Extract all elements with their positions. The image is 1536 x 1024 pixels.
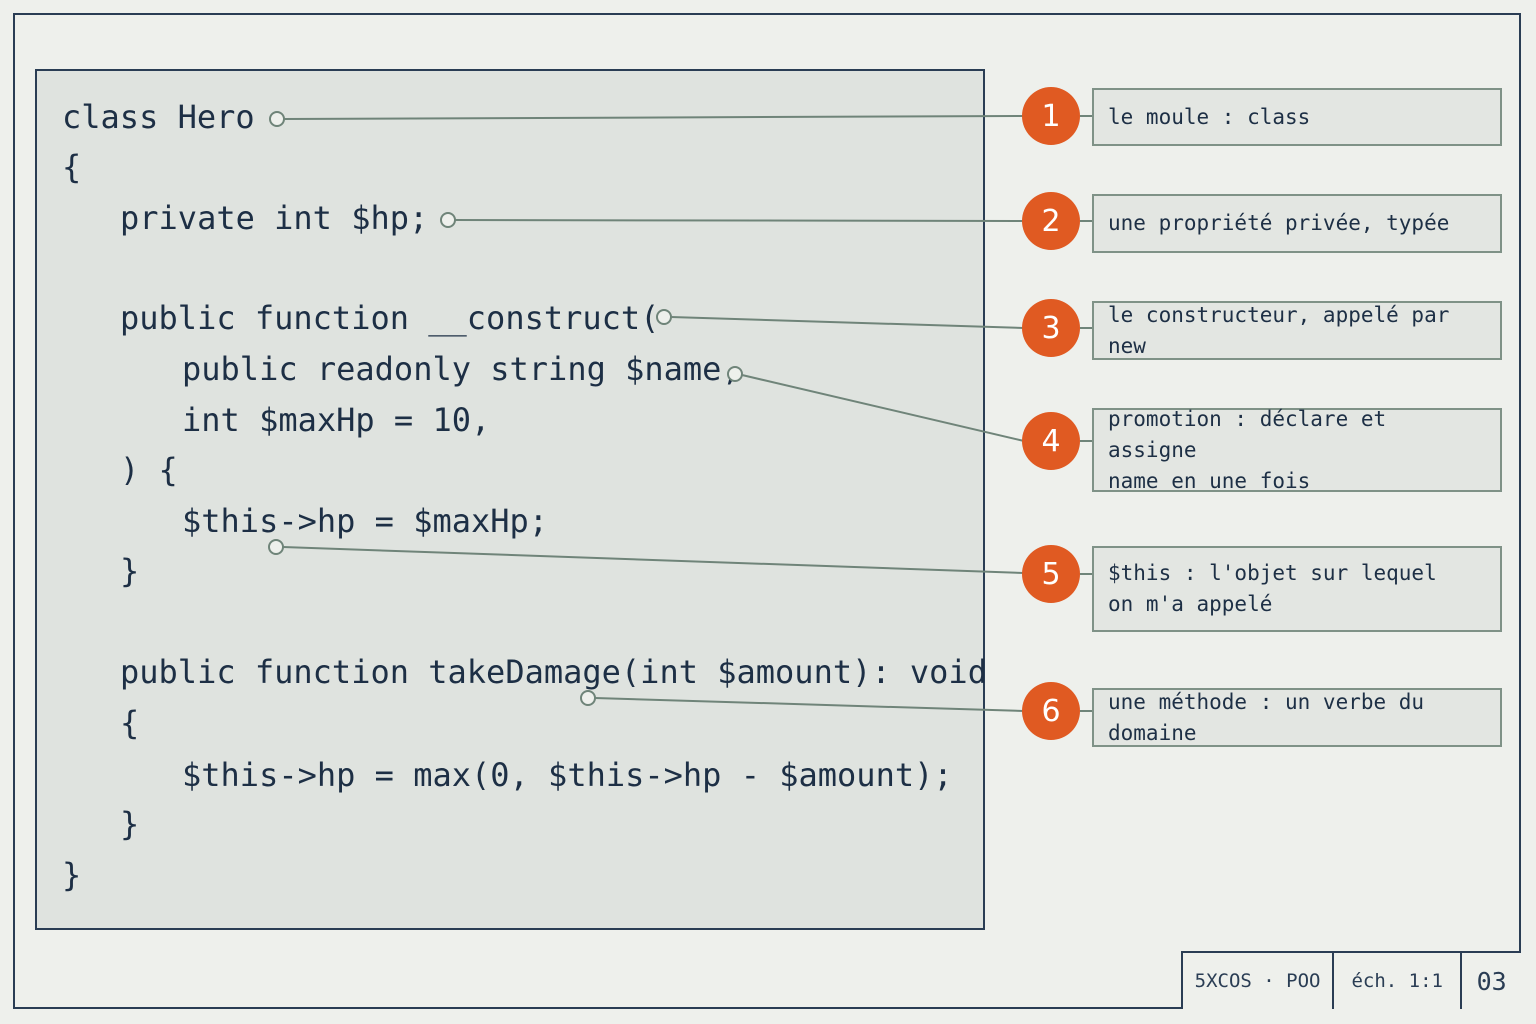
code-line-open-brace: { [62,148,82,186]
anchor-dot-6 [580,690,596,706]
code-line-method-open: { [120,704,140,742]
callout-note-2-text: une propriété privée, typée [1108,211,1450,235]
code-line-class: class Hero [62,98,255,136]
callout-note-3-text: le constructeur, appelé par new [1108,302,1450,358]
anchor-dot-1 [269,111,285,127]
anchor-dot-5 [268,539,284,555]
code-line-method: public function takeDamage(int $amount):… [120,653,987,691]
callout-note-1: le moule : class [1092,88,1502,146]
code-line-method-close: } [120,805,140,843]
title-block: 5XCOS · POO éch. 1:1 03 [1181,951,1521,1009]
code-line-method-body: $this->hp = max(0, $this->hp - $amount); [182,756,953,794]
code-line-constructor: public function __construct( [120,299,660,337]
callout-badge-4: 4 [1022,412,1080,470]
title-block-scale: éch. 1:1 [1332,953,1460,1009]
callout-badge-1: 1 [1022,87,1080,145]
callout-note-6: une méthode : un verbe du domaine [1092,688,1502,747]
callout-note-3: le constructeur, appelé par new [1092,301,1502,360]
code-line-param-name: public readonly string $name, [182,350,741,388]
callout-note-5-text-line-2: on m'a appelé [1108,592,1273,616]
callout-badge-3: 3 [1022,299,1080,357]
callout-note-4: promotion : déclare et assigne name en u… [1092,407,1502,493]
code-line-assign-hp: $this->hp = $maxHp; [182,502,549,540]
code-line-close-constructor: } [120,552,140,590]
title-block-sheet-number: 03 [1460,953,1521,1009]
callout-note-4-text-line-1: promotion : déclare et assigne [1108,406,1387,462]
code-line-property: private int $hp; [120,199,429,237]
callout-badge-2: 2 [1022,192,1080,250]
anchor-dot-4 [727,366,743,382]
leader-line-1 [283,115,1025,120]
callout-note-5: $this : l'objet sur lequel on m'a appelé [1092,546,1502,632]
anchor-dot-3 [656,309,672,325]
leader-line-3 [670,316,1025,329]
leader-line-6 [594,697,1025,712]
callout-note-5-text-line-1: $this : l'objet sur lequel [1108,561,1437,585]
code-line-class-close: } [62,856,82,894]
code-line-param-maxhp: int $maxHp = 10, [182,401,491,439]
code-line-close-params: ) { [120,451,178,489]
callout-note-6-text: une méthode : un verbe du domaine [1108,689,1425,745]
callout-badge-5: 5 [1022,545,1080,603]
callout-note-4-text-line-2: name en une fois [1108,468,1311,493]
code-panel [35,69,985,930]
callout-note-1-text: le moule : class [1108,104,1311,129]
leader-line-4 [741,374,1025,442]
title-block-course: 5XCOS · POO [1194,970,1321,992]
callout-note-2: une propriété privée, typée [1092,194,1502,253]
callout-badge-6: 6 [1022,682,1080,740]
leader-line-2 [454,219,1025,222]
anchor-dot-2 [440,212,456,228]
leader-line-5 [282,546,1025,574]
